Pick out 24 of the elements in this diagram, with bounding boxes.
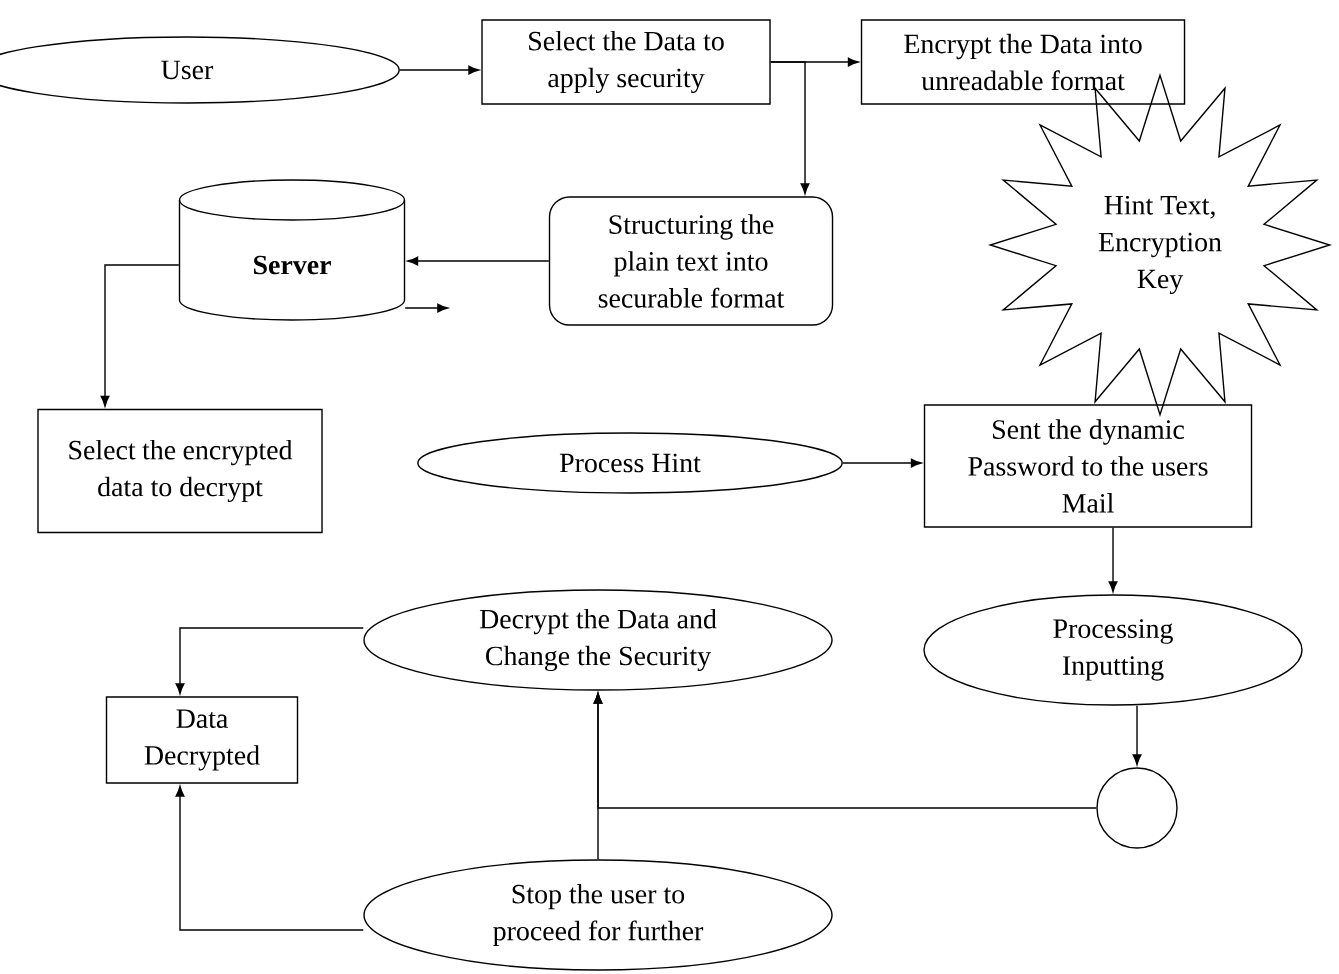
process-box: Data Decrypted — [105, 696, 299, 784]
arrow — [770, 61, 810, 195]
ellipse-node: Processing Inputting — [923, 594, 1303, 706]
arrow — [842, 458, 922, 468]
arrow — [1108, 527, 1118, 593]
node-label: Server — [254, 255, 331, 275]
arrow — [407, 256, 550, 266]
ellipse-node: Stop the user to proceed for further — [363, 859, 833, 971]
arrow — [1132, 705, 1142, 766]
arrow — [404, 303, 449, 313]
process-box: Select the Data to apply security — [481, 19, 771, 105]
process-box: Encrypt the Data into unreadable format — [860, 19, 1186, 105]
rounded-box: Structuring the plain text into securable format — [548, 196, 834, 326]
database-cylinder: Server — [178, 179, 406, 321]
arrow — [175, 785, 364, 931]
ellipse-node: Decrypt the Data and Change the Security — [363, 589, 833, 691]
connector-circle — [1096, 767, 1178, 849]
process-box: Sent the dynamic Password to the users Mail — [923, 404, 1253, 528]
arrow — [175, 627, 364, 695]
arrow — [399, 65, 480, 75]
arrow — [100, 264, 180, 407]
arrow — [593, 692, 603, 860]
process-box: Select the encrypted data to decrypt — [37, 408, 323, 534]
ellipse-node: Process Hint — [417, 432, 843, 494]
